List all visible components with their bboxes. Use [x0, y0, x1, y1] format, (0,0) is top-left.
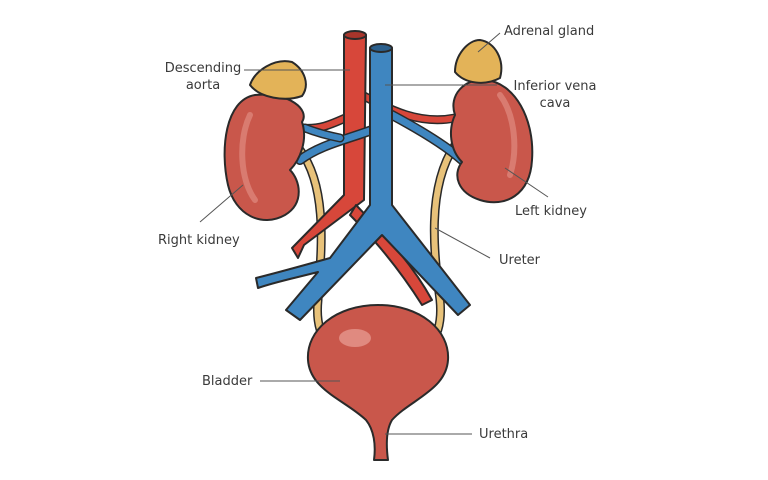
inferior-vena-cava: [255, 47, 471, 321]
label-adrenal-gland: Adrenal gland: [504, 24, 595, 39]
label-bladder: Bladder: [202, 374, 253, 389]
bladder-shape: [306, 304, 450, 461]
label-line: aorta: [185, 78, 221, 93]
label-left-kidney: Left kidney: [515, 204, 587, 219]
label-inferior-vena-cava: Inferior vena cava: [498, 78, 612, 112]
label-ureter: Ureter: [499, 253, 541, 268]
label-urethra: Urethra: [479, 427, 529, 442]
label-line: cava: [539, 96, 571, 111]
label-right-kidney: Right kidney: [158, 233, 240, 248]
right-kidney-shape: [223, 93, 306, 221]
right-adrenal-gland: [249, 60, 307, 100]
label-descending-aorta: Descending aorta: [160, 60, 246, 94]
label-line: Inferior vena: [513, 79, 597, 94]
label-line: Descending: [164, 61, 242, 76]
descending-aorta: [291, 34, 367, 259]
left-adrenal-gland: [454, 39, 503, 84]
